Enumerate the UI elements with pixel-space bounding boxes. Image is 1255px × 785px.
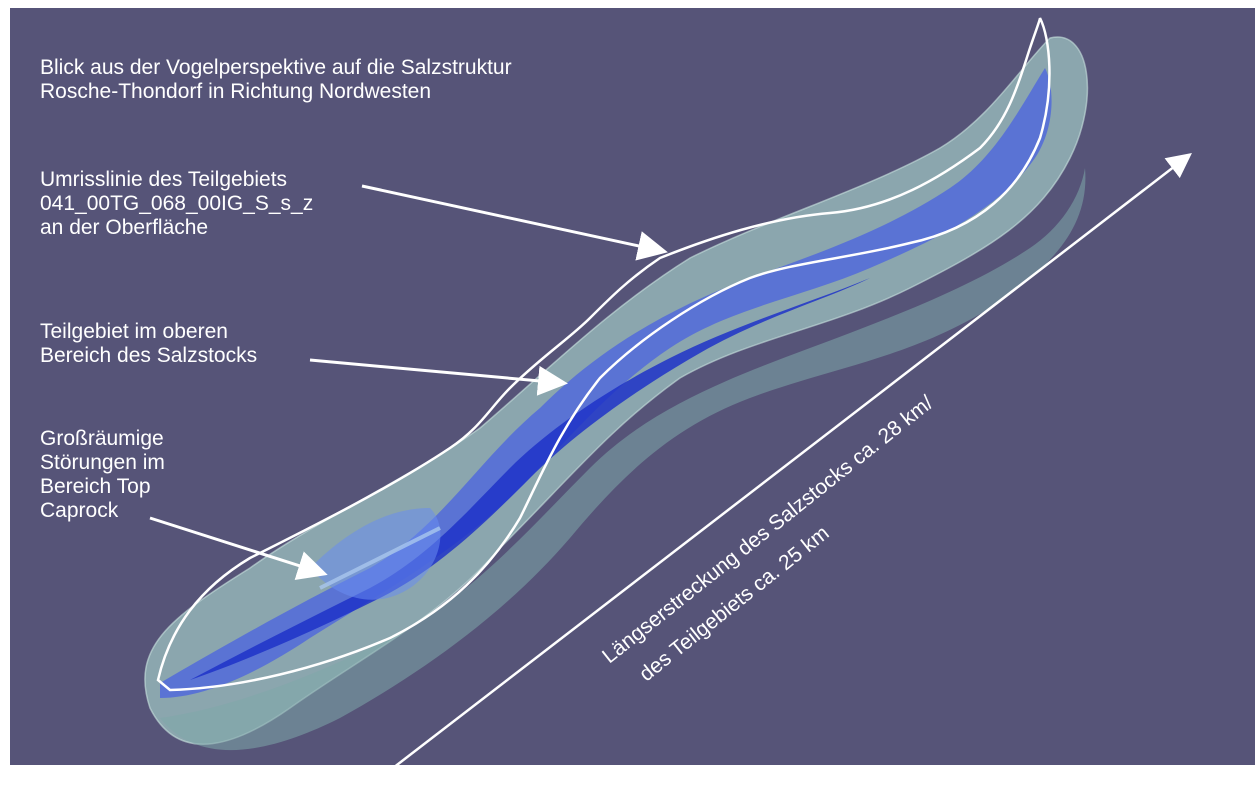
- salt-dome-3d-view: [10, 8, 1255, 765]
- faults-annotation: Großräumige Störungen im Bereich Top Cap…: [40, 427, 165, 522]
- outline-annotation: Umrisslinie des Teilgebiets 041_00TG_068…: [40, 168, 314, 239]
- faults-arrow: [149, 516, 328, 580]
- view-title: Blick aus der Vogelperspektive auf die S…: [40, 56, 512, 103]
- annotation-arrows: [149, 152, 1192, 765]
- length-arrow: [364, 152, 1192, 765]
- subarea-annotation: Teilgebiet im oberen Bereich des Salzsto…: [40, 320, 258, 367]
